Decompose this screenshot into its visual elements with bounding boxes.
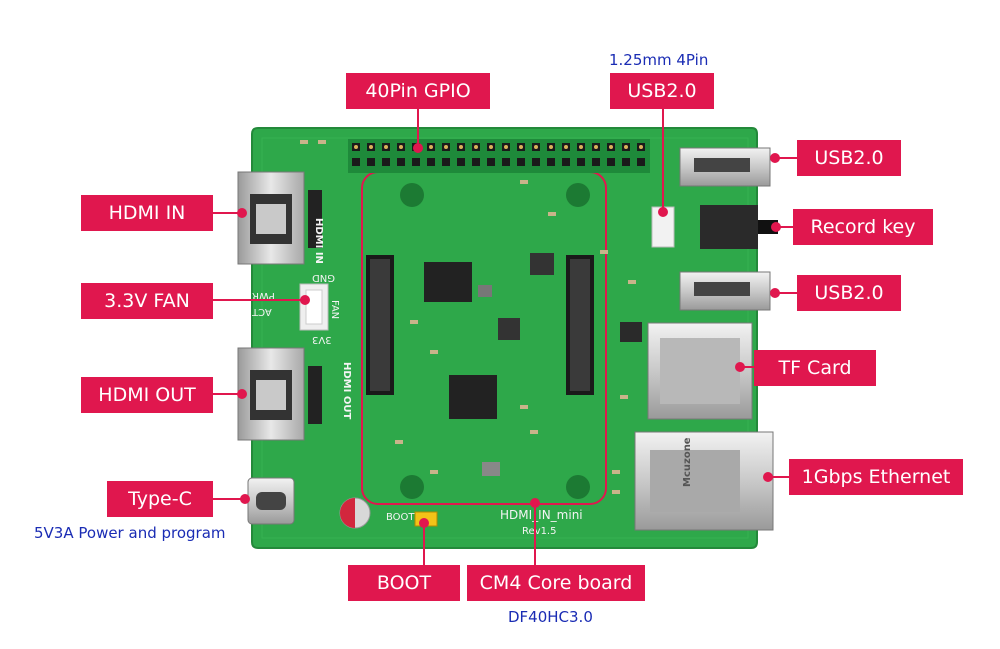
silk-boot: BOOT bbox=[386, 512, 415, 523]
note-usb-top-spec: 1.25mm 4Pin bbox=[609, 51, 709, 69]
silk-pwr: PWR bbox=[252, 290, 275, 301]
silk-act: ACT bbox=[252, 306, 272, 317]
note-type-c-spec: 5V3A Power and program bbox=[34, 524, 226, 542]
label-hdmi-out: HDMI OUT bbox=[81, 377, 213, 413]
silk-gnd: GND bbox=[312, 272, 335, 283]
label-record-key: Record key bbox=[793, 209, 933, 245]
silk-mcuzone: Mcuzone bbox=[682, 437, 693, 487]
label-usb-top: USB2.0 bbox=[610, 73, 714, 109]
silk-fan: FAN bbox=[329, 300, 340, 320]
silk-rev: Rev1.5 bbox=[522, 526, 557, 537]
label-tf-card: TF Card bbox=[754, 350, 876, 386]
label-cm4: CM4 Core board bbox=[467, 565, 645, 601]
note-cm4-spec: DF40HC3.0 bbox=[508, 608, 593, 626]
label-usb-right-1: USB2.0 bbox=[797, 140, 901, 176]
label-fan: 3.3V FAN bbox=[81, 283, 213, 319]
silk-3v3: 3V3 bbox=[312, 334, 332, 345]
silk-hdmi-out: HDMI OUT bbox=[341, 362, 352, 420]
label-type-c: Type-C bbox=[107, 481, 213, 517]
label-hdmi-in: HDMI IN bbox=[81, 195, 213, 231]
label-boot: BOOT bbox=[348, 565, 460, 601]
silk-board-name: HDMI_IN_mini bbox=[500, 508, 583, 522]
silk-hdmi-in: HDMI IN bbox=[313, 218, 324, 264]
label-gpio: 40Pin GPIO bbox=[346, 73, 490, 109]
label-usb-right-2: USB2.0 bbox=[797, 275, 901, 311]
label-ethernet: 1Gbps Ethernet bbox=[789, 459, 963, 495]
